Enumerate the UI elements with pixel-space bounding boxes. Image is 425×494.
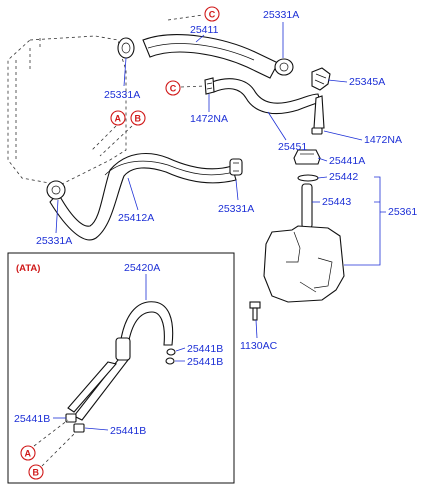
label-25443: 25443 <box>322 196 351 208</box>
label-25331a-top: 25331A <box>263 9 299 21</box>
label-25331a-left: 25331A <box>104 89 140 101</box>
label-1472na-left: 1472NA <box>190 113 228 125</box>
upper-radiator-hose <box>142 34 279 79</box>
overflow-hose <box>211 78 325 135</box>
svg-text:C: C <box>170 84 177 94</box>
label-25441b-upper: 25441B <box>187 343 223 355</box>
ref-marker-c-mid: C <box>165 80 205 96</box>
svg-text:A: A <box>25 449 32 459</box>
bolt-1130ac <box>249 301 261 321</box>
label-25345a: 25345A <box>349 76 385 88</box>
label-25441b-left: 25441B <box>14 413 50 425</box>
label-1130ac: 1130AC <box>240 340 278 352</box>
oil-cooler-hose-assembly <box>65 301 174 433</box>
hose-clamp-lower <box>46 158 243 200</box>
ref-marker-a-top: A <box>110 110 126 126</box>
svg-text:B: B <box>33 468 40 478</box>
ata-inset-title: (ATA) <box>16 263 40 274</box>
label-25441a: 25441A <box>329 155 365 167</box>
label-25441b-lower: 25441B <box>187 356 223 368</box>
label-25331a-bottom: 25331A <box>36 235 72 247</box>
ref-marker-b-top: B <box>91 110 146 157</box>
radiator <box>7 35 127 186</box>
label-1472na-right: 1472NA <box>364 134 402 146</box>
reservoir-tube <box>301 183 313 229</box>
hose-clamp-25441b <box>165 348 176 365</box>
reservoir-tank <box>263 225 345 303</box>
ref-marker-c-top: C <box>167 6 220 22</box>
label-25442: 25442 <box>329 171 358 183</box>
label-25361: 25361 <box>388 206 417 218</box>
label-25451: 25451 <box>278 141 307 153</box>
svg-text:B: B <box>135 114 142 124</box>
hose-clamp-top <box>117 37 294 76</box>
label-25412a: 25412A <box>118 212 154 224</box>
reservoir-cap <box>293 149 321 182</box>
label-25411: 25411 <box>190 24 219 36</box>
label-25420a: 25420A <box>124 262 160 274</box>
leader-lines <box>53 22 386 431</box>
ref-marker-a-bottom: A <box>20 445 36 461</box>
label-25441b-bottom: 25441B <box>110 425 146 437</box>
bracket-25345a <box>311 67 331 91</box>
svg-text:C: C <box>209 10 216 20</box>
svg-text:A: A <box>115 114 122 124</box>
label-25331a-mid: 25331A <box>218 203 254 215</box>
hose-clip-1472na-left <box>204 77 215 95</box>
lower-radiator-hose <box>49 153 237 241</box>
ata-inset-frame <box>7 252 235 484</box>
ref-marker-b-bottom: B <box>28 419 77 480</box>
